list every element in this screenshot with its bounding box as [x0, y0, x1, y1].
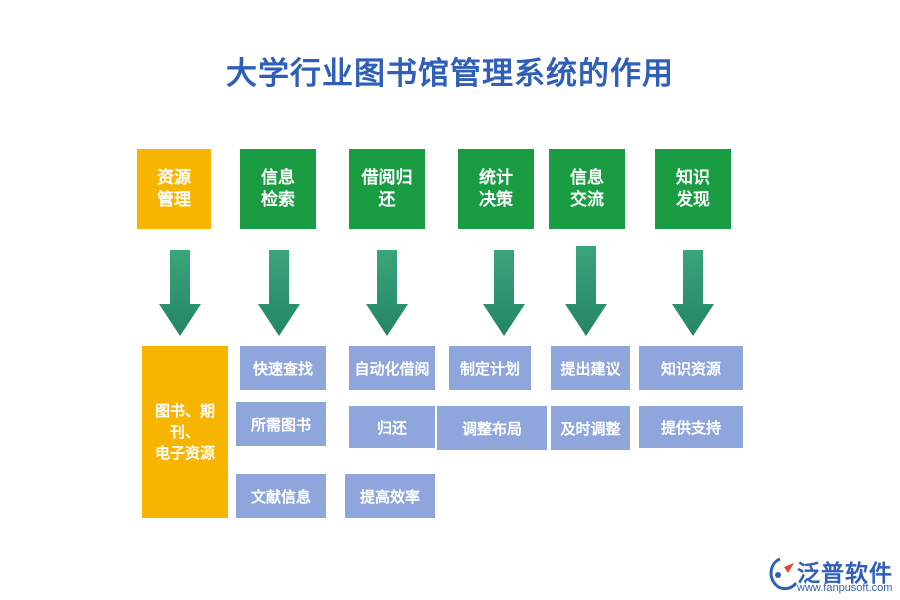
down-arrow-icon: [565, 246, 607, 336]
down-arrow-icon: [258, 250, 300, 336]
item-timely-adjust: 及时调整: [551, 406, 630, 450]
item-provide-support: 提供支持: [639, 406, 743, 448]
heading-knowledge-discovery: 知识 发现: [655, 149, 731, 229]
down-arrow-icon: [366, 250, 408, 336]
heading-resource-management: 资源 管理: [137, 149, 211, 229]
resource-types-box: 图书、期刊、 电子资源: [142, 346, 228, 518]
item-improve-efficiency: 提高效率: [345, 474, 435, 518]
heading-borrow-return: 借阅归 还: [349, 149, 425, 229]
item-return: 归还: [349, 406, 435, 448]
item-make-suggestion: 提出建议: [551, 346, 630, 390]
item-make-plan: 制定计划: [449, 346, 531, 390]
item-literature-info: 文献信息: [236, 474, 326, 518]
item-knowledge-resource: 知识资源: [639, 346, 743, 390]
item-adjust-layout: 调整布局: [437, 406, 547, 450]
fanpu-logo-icon: [769, 557, 798, 591]
logo-name: 泛普软件: [797, 561, 893, 587]
item-quick-search: 快速查找: [240, 346, 326, 390]
item-auto-borrow: 自动化借阅: [349, 346, 435, 390]
down-arrow-icon: [159, 250, 201, 336]
heading-info-exchange: 信息 交流: [549, 149, 625, 229]
heading-stats-decision: 统计 决策: [458, 149, 534, 229]
item-needed-books: 所需图书: [236, 402, 326, 446]
down-arrow-icon: [672, 250, 714, 336]
diagram-title: 大学行业图书馆管理系统的作用: [226, 56, 674, 92]
logo-url: www.fanpusoft.com: [797, 582, 893, 594]
down-arrow-icon: [483, 250, 525, 336]
heading-info-retrieval: 信息 检索: [240, 149, 316, 229]
